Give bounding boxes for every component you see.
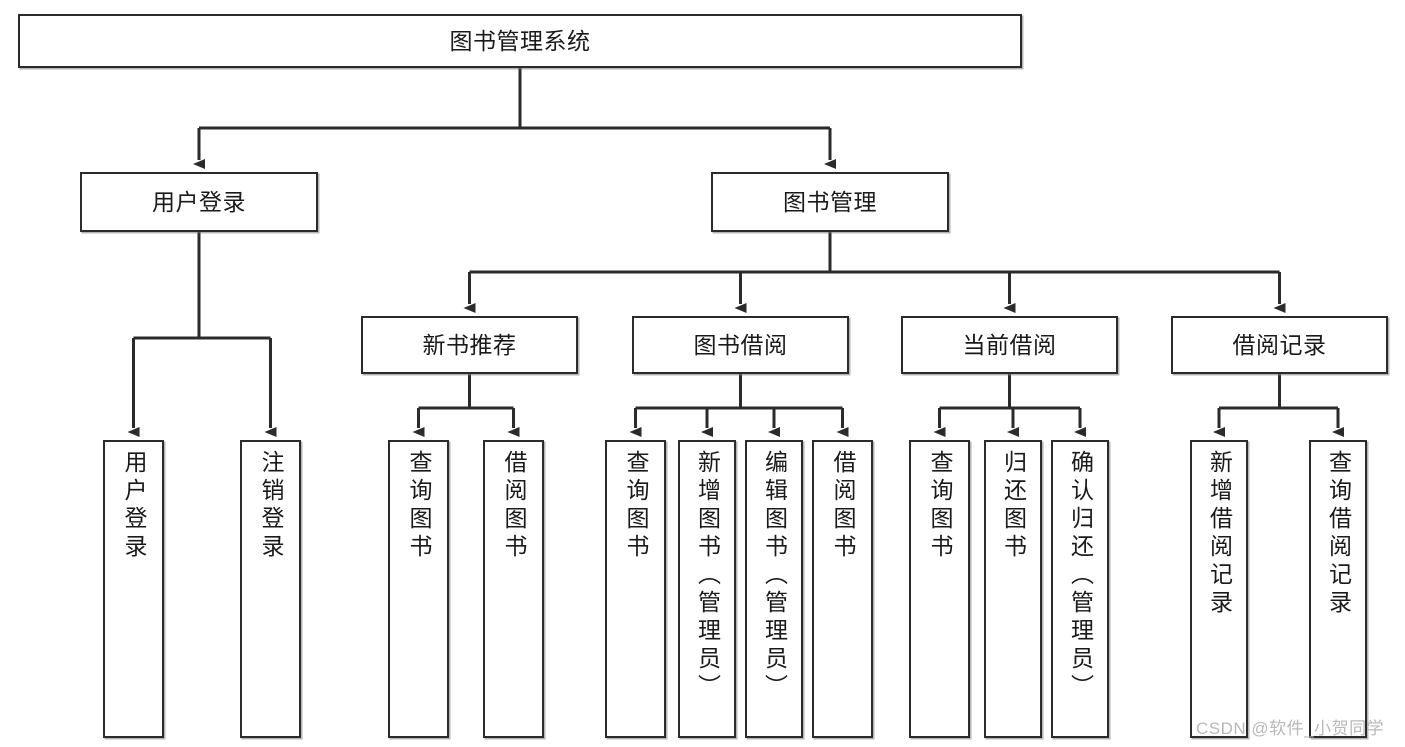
node-leaf-3[interactable]: 查询图书 [388, 440, 449, 738]
node-book-borrow[interactable]: 图书借阅 [632, 316, 849, 374]
edge-group [127, 68, 1344, 437]
node-current-borrow[interactable]: 当前借阅 [901, 316, 1118, 374]
node-label: 查询图书 [623, 450, 649, 562]
node-label: 借阅图书 [501, 450, 527, 562]
node-borrow-record[interactable]: 借阅记录 [1171, 316, 1388, 374]
node-leaf-9[interactable]: 查询图书 [909, 440, 970, 738]
node-leaf-8[interactable]: 借阅图书 [812, 440, 873, 738]
node-label: 查询借阅记录 [1325, 450, 1352, 618]
node-book-manage[interactable]: 图书管理 [711, 172, 949, 232]
node-label: 用户登录 [152, 188, 246, 215]
node-label: 归还图书 [1000, 450, 1027, 562]
node-label: 新增借阅记录 [1206, 450, 1233, 618]
node-leaf-13[interactable]: 查询借阅记录 [1309, 440, 1367, 738]
node-leaf-6[interactable]: 新增图书（管理员） [678, 440, 736, 738]
node-label: 查询图书 [406, 450, 432, 562]
node-label: 新书推荐 [422, 331, 517, 358]
node-new-book-rec[interactable]: 新书推荐 [361, 316, 578, 374]
node-label: 借阅图书 [830, 450, 856, 562]
node-label: 确认归还（管理员） [1067, 450, 1094, 702]
node-root[interactable]: 图书管理系统 [18, 14, 1022, 68]
node-label: 编辑图书（管理员） [761, 450, 788, 702]
node-label: 借阅记录 [1232, 331, 1327, 358]
node-leaf-12[interactable]: 新增借阅记录 [1190, 440, 1248, 738]
node-label: 图书借阅 [693, 331, 788, 358]
node-leaf-1[interactable]: 用户登录 [103, 440, 164, 738]
node-leaf-10[interactable]: 归还图书 [984, 440, 1042, 738]
node-label: 注销登录 [258, 450, 284, 562]
node-leaf-5[interactable]: 查询图书 [605, 440, 666, 738]
node-user-login[interactable]: 用户登录 [80, 172, 318, 232]
node-label: 图书管理 [783, 188, 877, 215]
node-label: 用户登录 [121, 450, 147, 562]
node-label: 图书管理系统 [449, 27, 591, 54]
node-label: 当前借阅 [962, 331, 1057, 358]
node-leaf-11[interactable]: 确认归还（管理员） [1051, 440, 1109, 738]
node-leaf-4[interactable]: 借阅图书 [483, 440, 544, 738]
node-label: 新增图书（管理员） [694, 450, 721, 702]
node-label: 查询图书 [927, 450, 953, 562]
node-leaf-7[interactable]: 编辑图书（管理员） [745, 440, 803, 738]
csdn-watermark: CSDN @软件_小贺同学 [1196, 719, 1385, 738]
node-leaf-2[interactable]: 注销登录 [240, 440, 301, 738]
